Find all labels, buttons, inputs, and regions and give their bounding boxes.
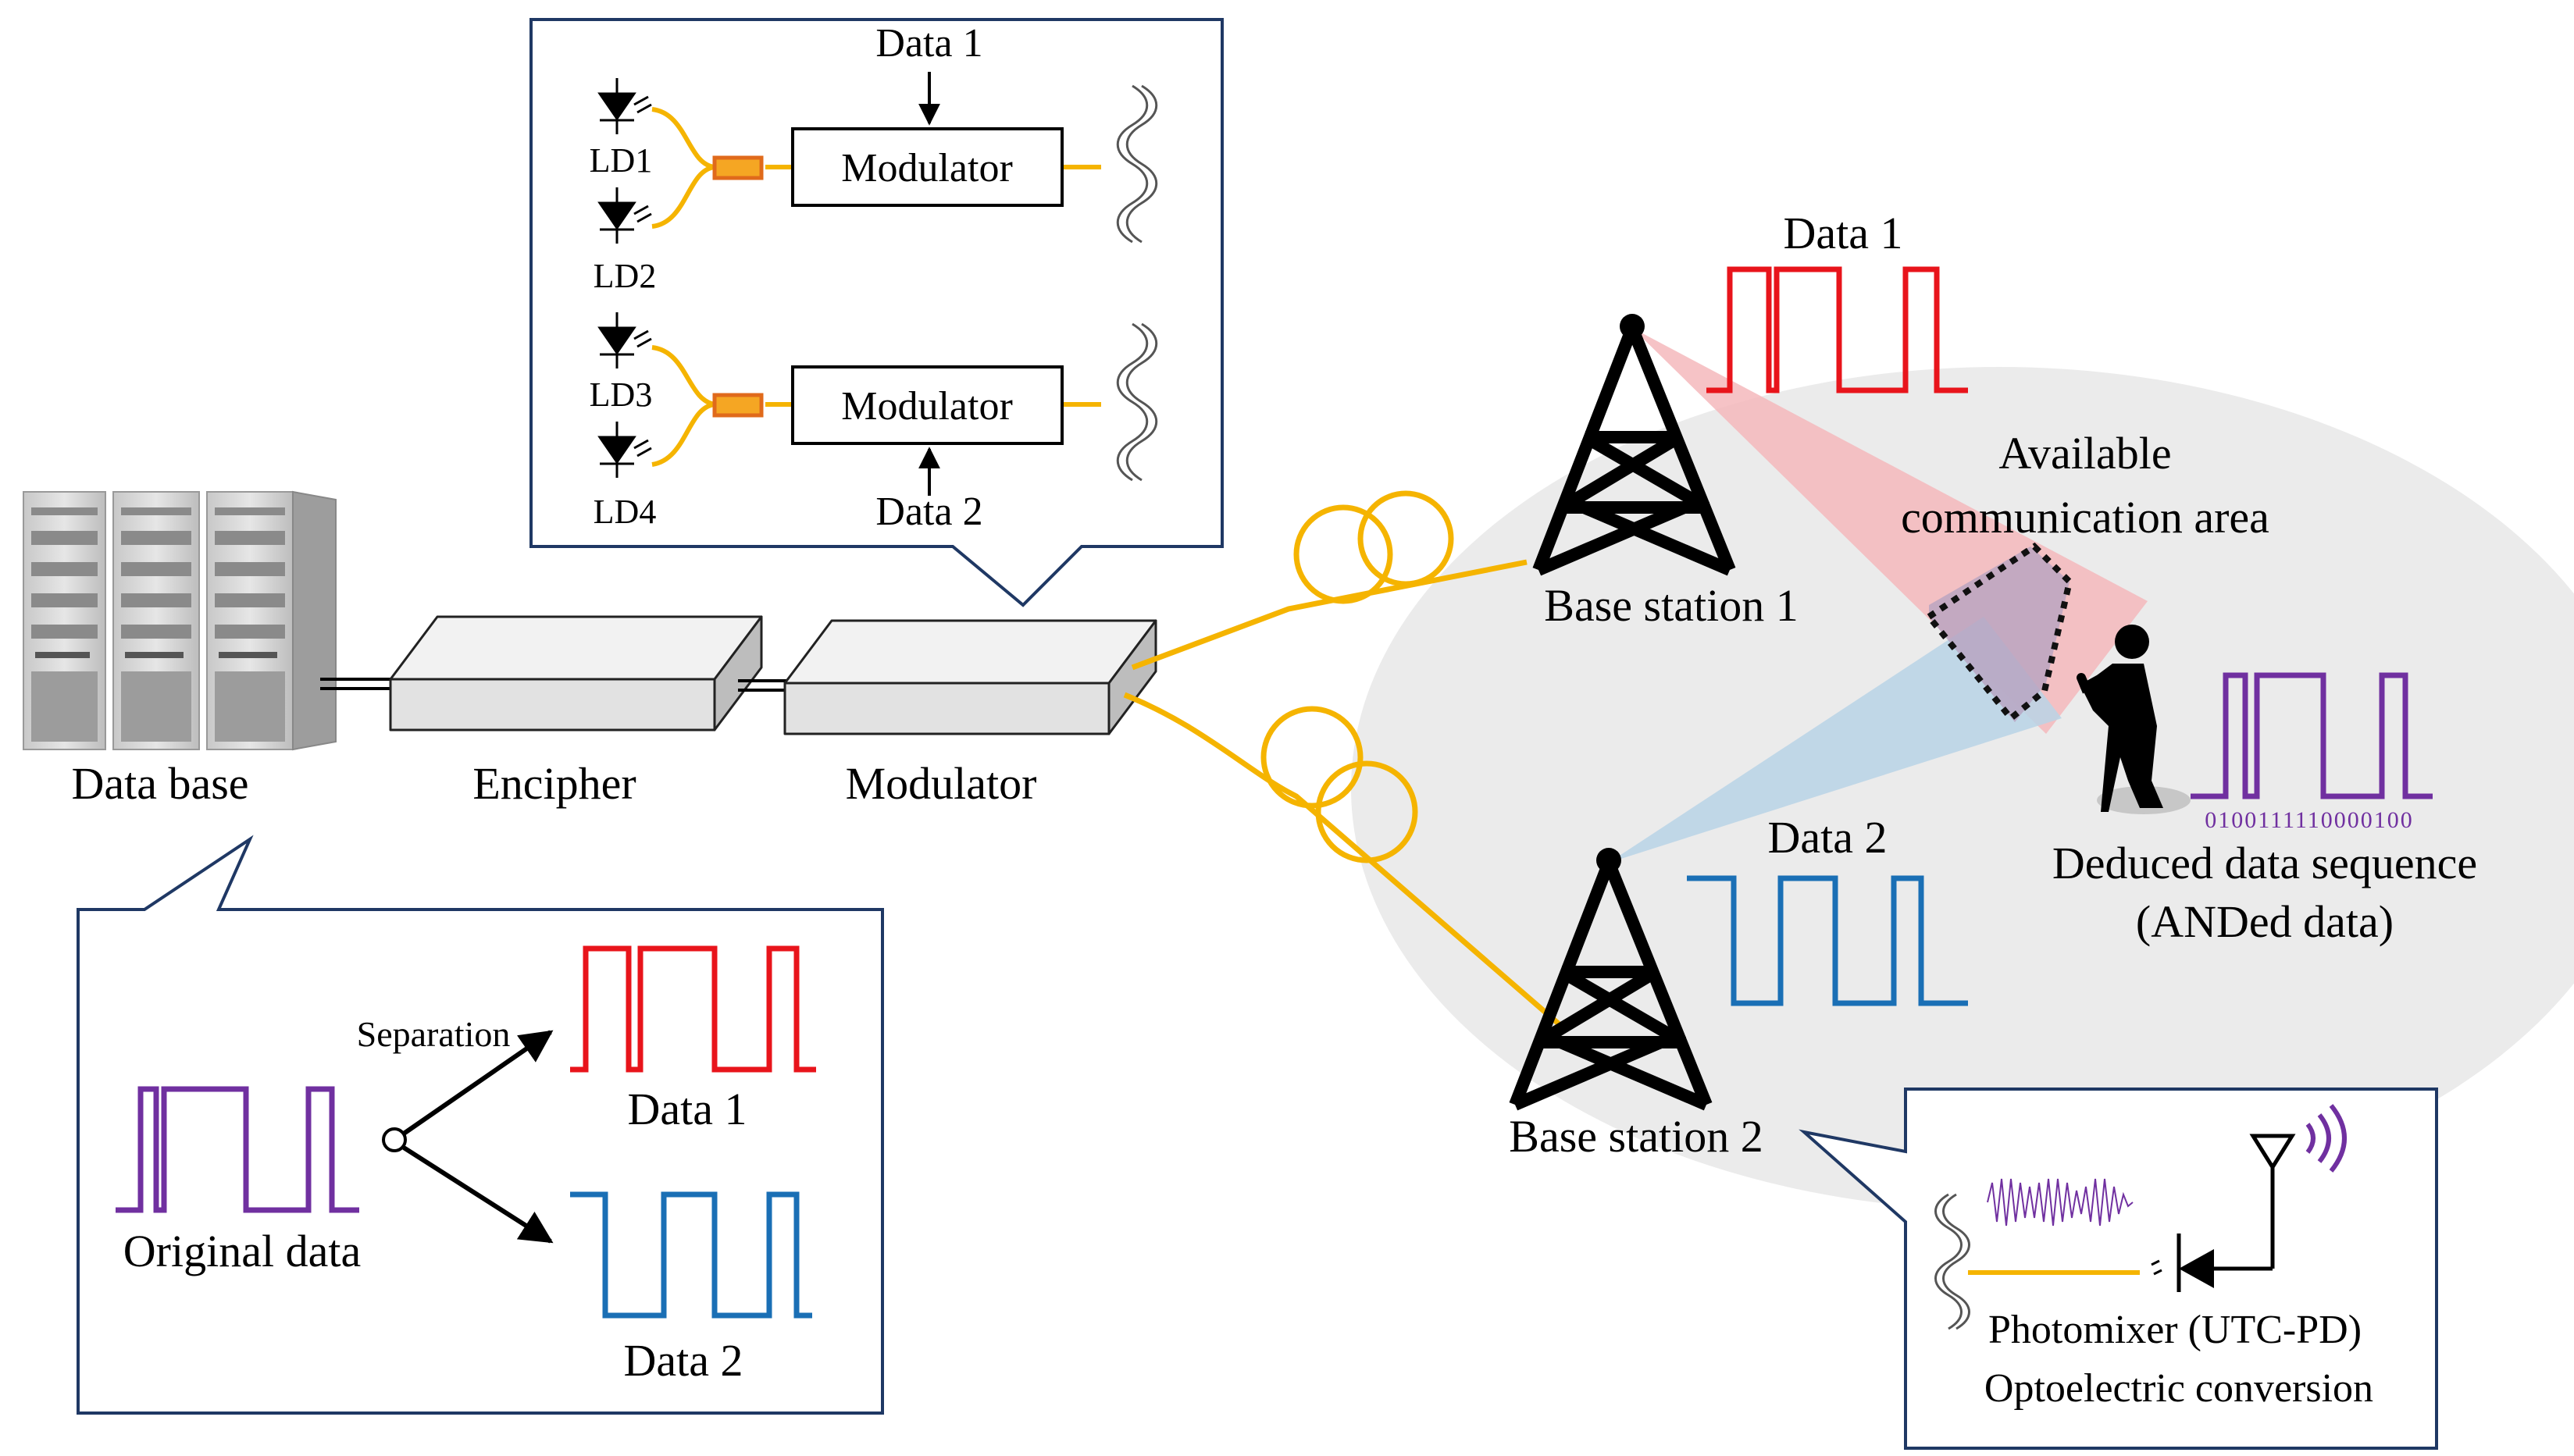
antenna-tower-icon-2 [1509, 860, 1713, 1111]
modulator-block-1-label: Modulator [841, 146, 1013, 190]
radio-wave-icon [2305, 1104, 2347, 1173]
original-data-label: Original data [123, 1226, 361, 1276]
beam-data2 [1609, 617, 2062, 863]
modulator-block-2 [791, 365, 1064, 445]
data1-sep-waveform [570, 945, 816, 1073]
base-station-2-label: Base station 2 [1509, 1111, 1763, 1162]
separation-callout [77, 835, 884, 1415]
ld1-label: LD1 [590, 141, 653, 180]
ld2-label: LD2 [594, 257, 657, 295]
base-station-1-label: Base station 1 [1544, 580, 1798, 631]
data2-bs-waveform [1687, 875, 1968, 1006]
laser-diode-icon [597, 78, 652, 478]
photomixer-label: Photomixer (UTC-PD) [1988, 1308, 2362, 1352]
bit-sequence: 0100111110000100 [2205, 807, 2414, 833]
coverage-area [1351, 367, 2574, 1210]
person-icon [2077, 625, 2191, 814]
split-arrow-up [402, 1030, 554, 1136]
coupler-2 [712, 393, 764, 418]
available-area-outline [1924, 542, 2073, 723]
available-label-line2: communication area [1901, 492, 2269, 543]
cable-db-encipher [320, 678, 390, 690]
data2-sep-label: Data 2 [624, 1335, 743, 1386]
coupler-1 [712, 155, 764, 180]
original-waveform [116, 1086, 359, 1213]
modulator-block-1 [791, 127, 1064, 207]
split-arrow-down [402, 1145, 554, 1244]
modulator-block-2-label: Modulator [841, 384, 1013, 429]
photodiode-icon [2151, 1234, 2273, 1292]
deduced-waveform [2191, 672, 2433, 799]
modulator-label: Modulator [846, 758, 1037, 809]
deduced-label-line1: Deduced data sequence [2052, 838, 2477, 888]
data1-top-label: Data 1 [875, 21, 982, 66]
optical-wave-icon [1116, 84, 1158, 482]
data1-sep-label: Data 1 [628, 1084, 747, 1134]
antenna-icon [2249, 1134, 2296, 1269]
encipher-label: Encipher [472, 758, 636, 809]
split-node [382, 1127, 407, 1152]
encipher-box [389, 615, 763, 732]
modulator-box [783, 619, 1157, 735]
cable-encipher-modulator [738, 679, 789, 692]
data2-top-label: Data 2 [875, 489, 982, 534]
available-label-line1: Available [1998, 428, 2171, 479]
antenna-tower-icon [1532, 326, 1736, 576]
rf-waveform [1987, 1178, 2134, 1226]
data2-bs-label: Data 2 [1768, 812, 1888, 863]
fiber-coil-icon [1123, 490, 1564, 1029]
optoelectric-label: Optoelectric conversion [1984, 1366, 2373, 1411]
deduced-label-line2: (ANDed data) [2136, 896, 2394, 947]
photomixer-callout [1799, 1088, 2438, 1450]
ld4-label: LD4 [594, 493, 657, 531]
data-base-label: Data base [71, 758, 248, 809]
separation-label: Separation [357, 1014, 511, 1054]
data2-sep-waveform [570, 1191, 812, 1319]
data1-bs-label: Data 1 [1784, 208, 1903, 258]
ld3-label: LD3 [590, 376, 653, 414]
data1-bs-waveform [1706, 266, 1968, 393]
server-rack-icon [23, 490, 337, 751]
optical-wave-icon-2 [1934, 1193, 1970, 1330]
